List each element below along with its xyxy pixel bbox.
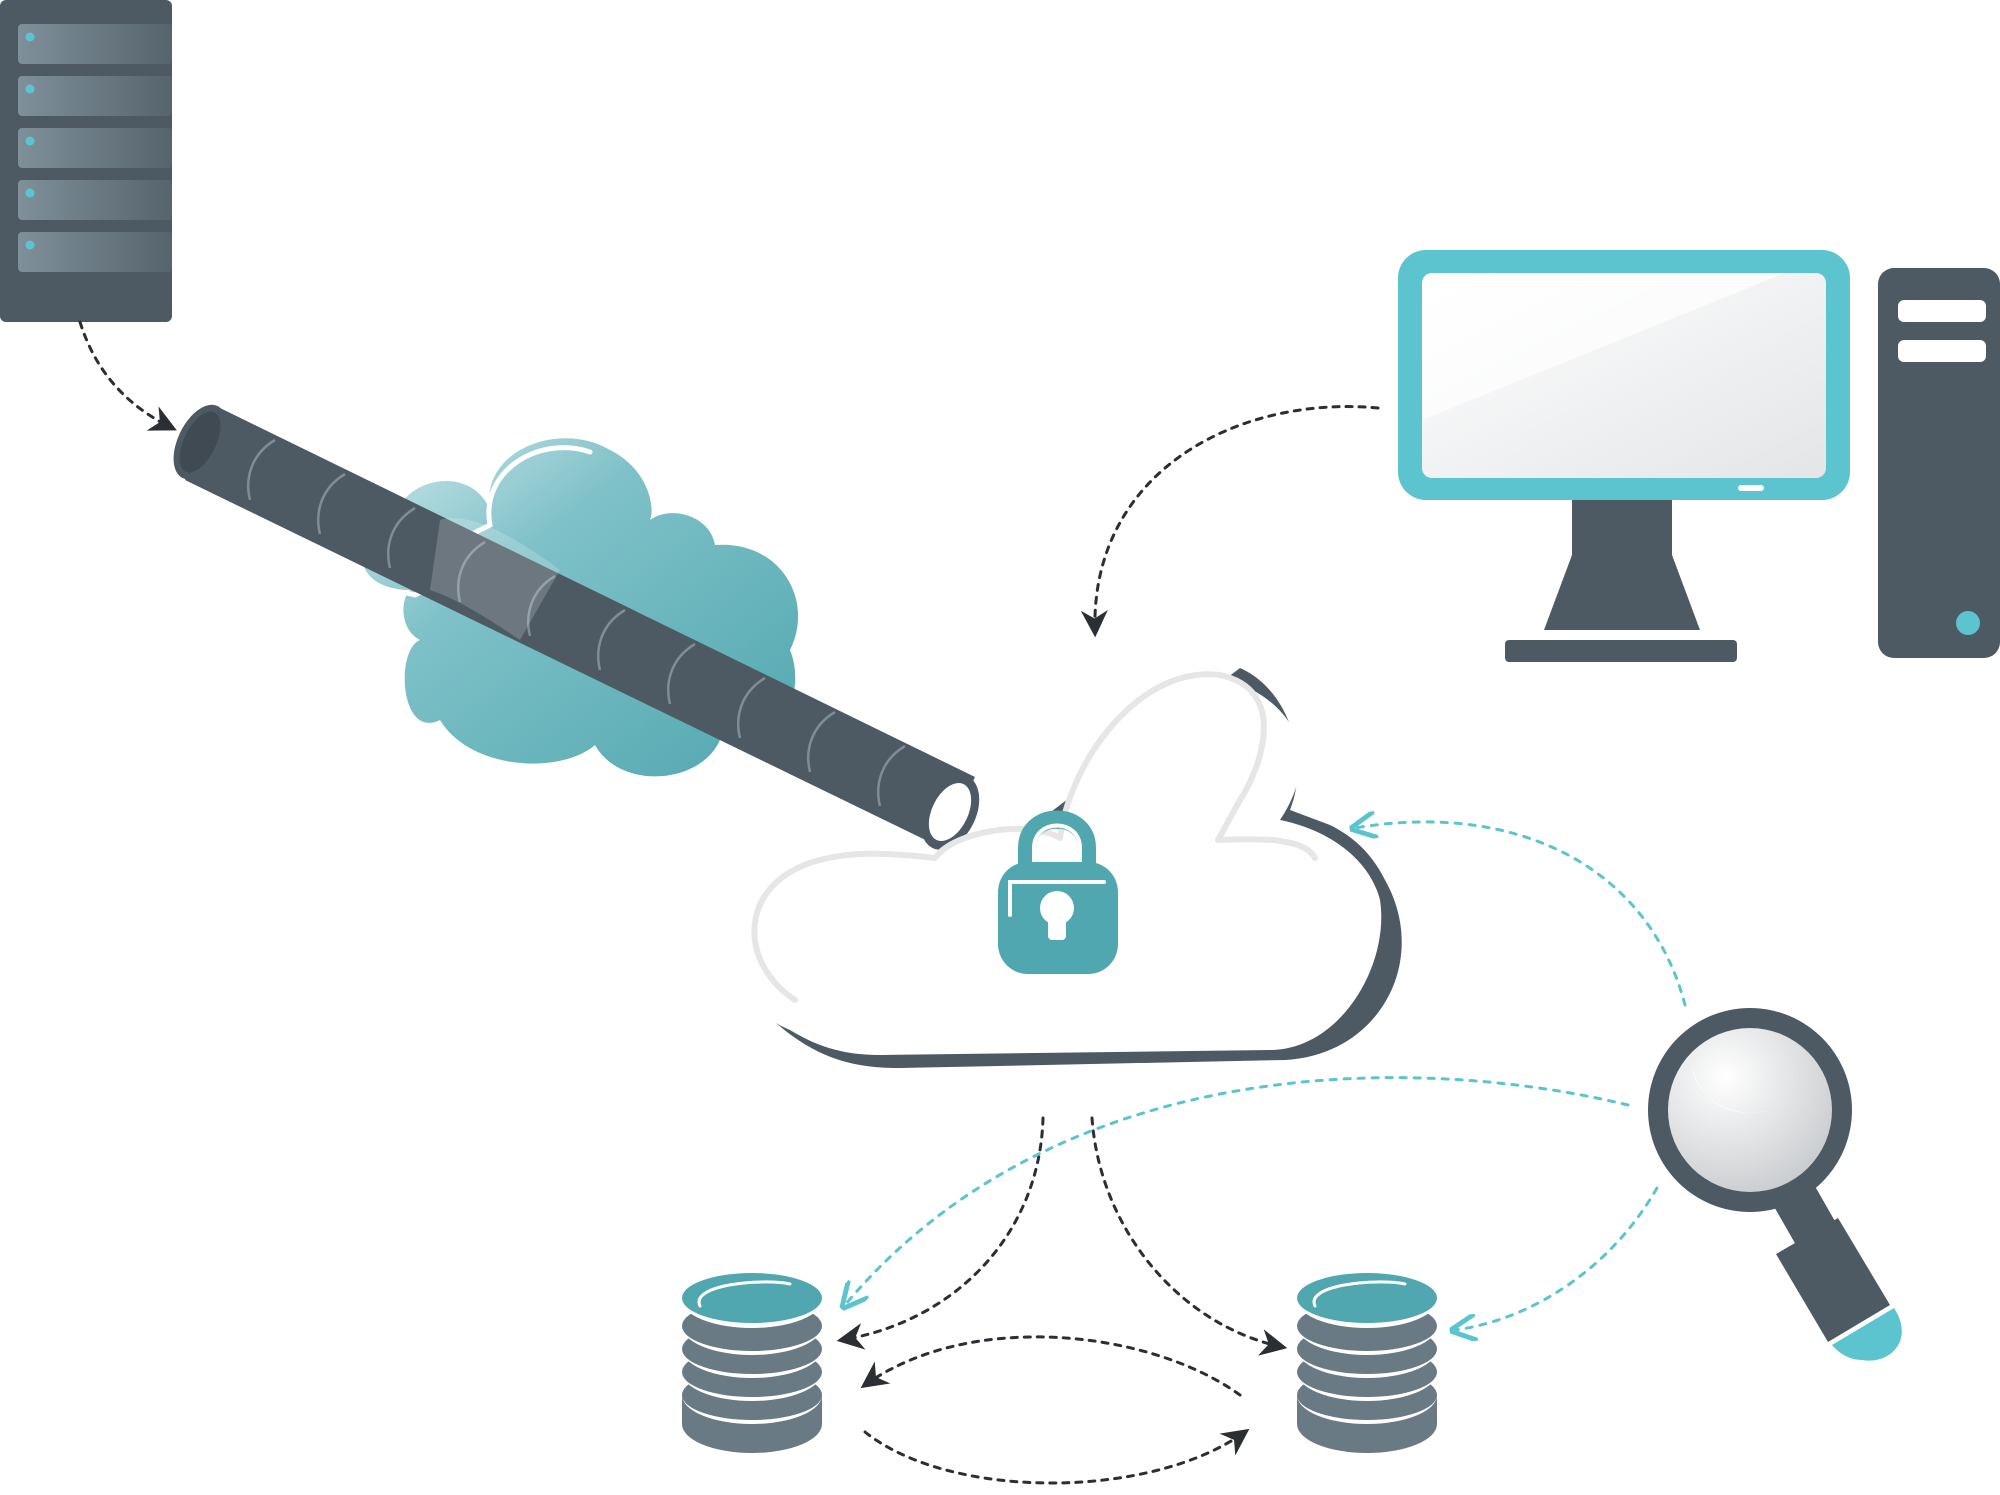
server-unit (18, 76, 172, 116)
padlock-icon (998, 810, 1118, 974)
server-unit (18, 128, 172, 168)
arrow-cloud-to-db-left (836, 1116, 1045, 1350)
arrow-magnifier-to-db-right (1455, 1186, 1659, 1330)
arrow-db-left-to-db-right (863, 1428, 1250, 1485)
database-left-icon (682, 1272, 822, 1453)
arrow-magnifier-to-db-left (845, 1076, 1630, 1305)
pc-tower-icon (1878, 268, 2000, 658)
arrow-magnifier-to-cloud (1355, 822, 1687, 1007)
arrow-cloud-to-db-right (1090, 1116, 1288, 1356)
arrow-db-right-to-db-left (860, 1335, 1242, 1397)
server-unit (18, 24, 172, 64)
server-unit (18, 180, 172, 220)
database-right-icon (1297, 1272, 1437, 1453)
server-unit (18, 232, 172, 272)
secure-cloud-icon (734, 668, 1402, 1068)
magnifier-icon (1648, 1008, 1902, 1361)
server-rack-icon (0, 0, 172, 322)
desktop-monitor-icon (1398, 250, 1850, 662)
arrow-monitor-to-cloud (1080, 405, 1380, 638)
arrow-server-to-pipe (78, 320, 177, 431)
pipe-tunnel-icon (173, 404, 980, 850)
